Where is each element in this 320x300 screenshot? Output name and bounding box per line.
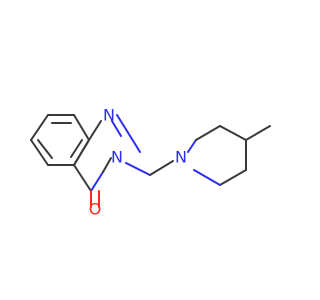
ring-bond-n3-c2 <box>102 157 112 173</box>
ring-bond-c8a-n1 <box>88 120 102 141</box>
methyl-group <box>245 125 271 141</box>
piperidine-bond-6 <box>193 169 221 186</box>
quinazolinone-ring <box>73 114 141 192</box>
benzene-inner-double-3 <box>70 139 83 158</box>
linker-bond-n3-ch2 <box>125 162 151 176</box>
atom-label-n-top: N <box>103 106 115 125</box>
molecule-canvas: N N N O <box>30 105 271 219</box>
atom-label-n-middle: N <box>111 148 123 167</box>
chemical-structure-drawing: N N N O <box>30 106 271 219</box>
methylene-linker <box>125 160 174 176</box>
methyl-bond <box>245 125 271 141</box>
ring-bond-n1-c2 <box>116 114 128 132</box>
benzene-ring <box>30 114 90 166</box>
linker-bond-ch2-n-piperidine <box>149 160 174 176</box>
ring-bond-n1-c2-double <box>111 120 122 137</box>
benzene-bond-3 <box>30 139 49 166</box>
atom-label-carbonyl-oxygen: O <box>89 200 102 219</box>
ring-bond-c4-n3 <box>90 171 104 192</box>
ring-bond-c4a-c8a <box>73 139 90 166</box>
ring-bond-c4a-c4 <box>73 164 92 192</box>
benzene-bond-6 <box>73 114 90 141</box>
benzene-inner-double-2 <box>37 139 53 159</box>
piperidine-bond-2 <box>195 125 221 141</box>
carbonyl-group <box>90 190 100 208</box>
piperidine-bond-3 <box>219 125 247 141</box>
piperidine-bond-5 <box>219 169 247 186</box>
atom-label-n-piperidine: N <box>175 148 187 167</box>
benzene-bond-2 <box>30 114 49 141</box>
piperidine-bond-1 <box>187 139 197 153</box>
piperidine-ring <box>187 125 247 186</box>
ring-bond-c2-n3 <box>126 130 141 153</box>
